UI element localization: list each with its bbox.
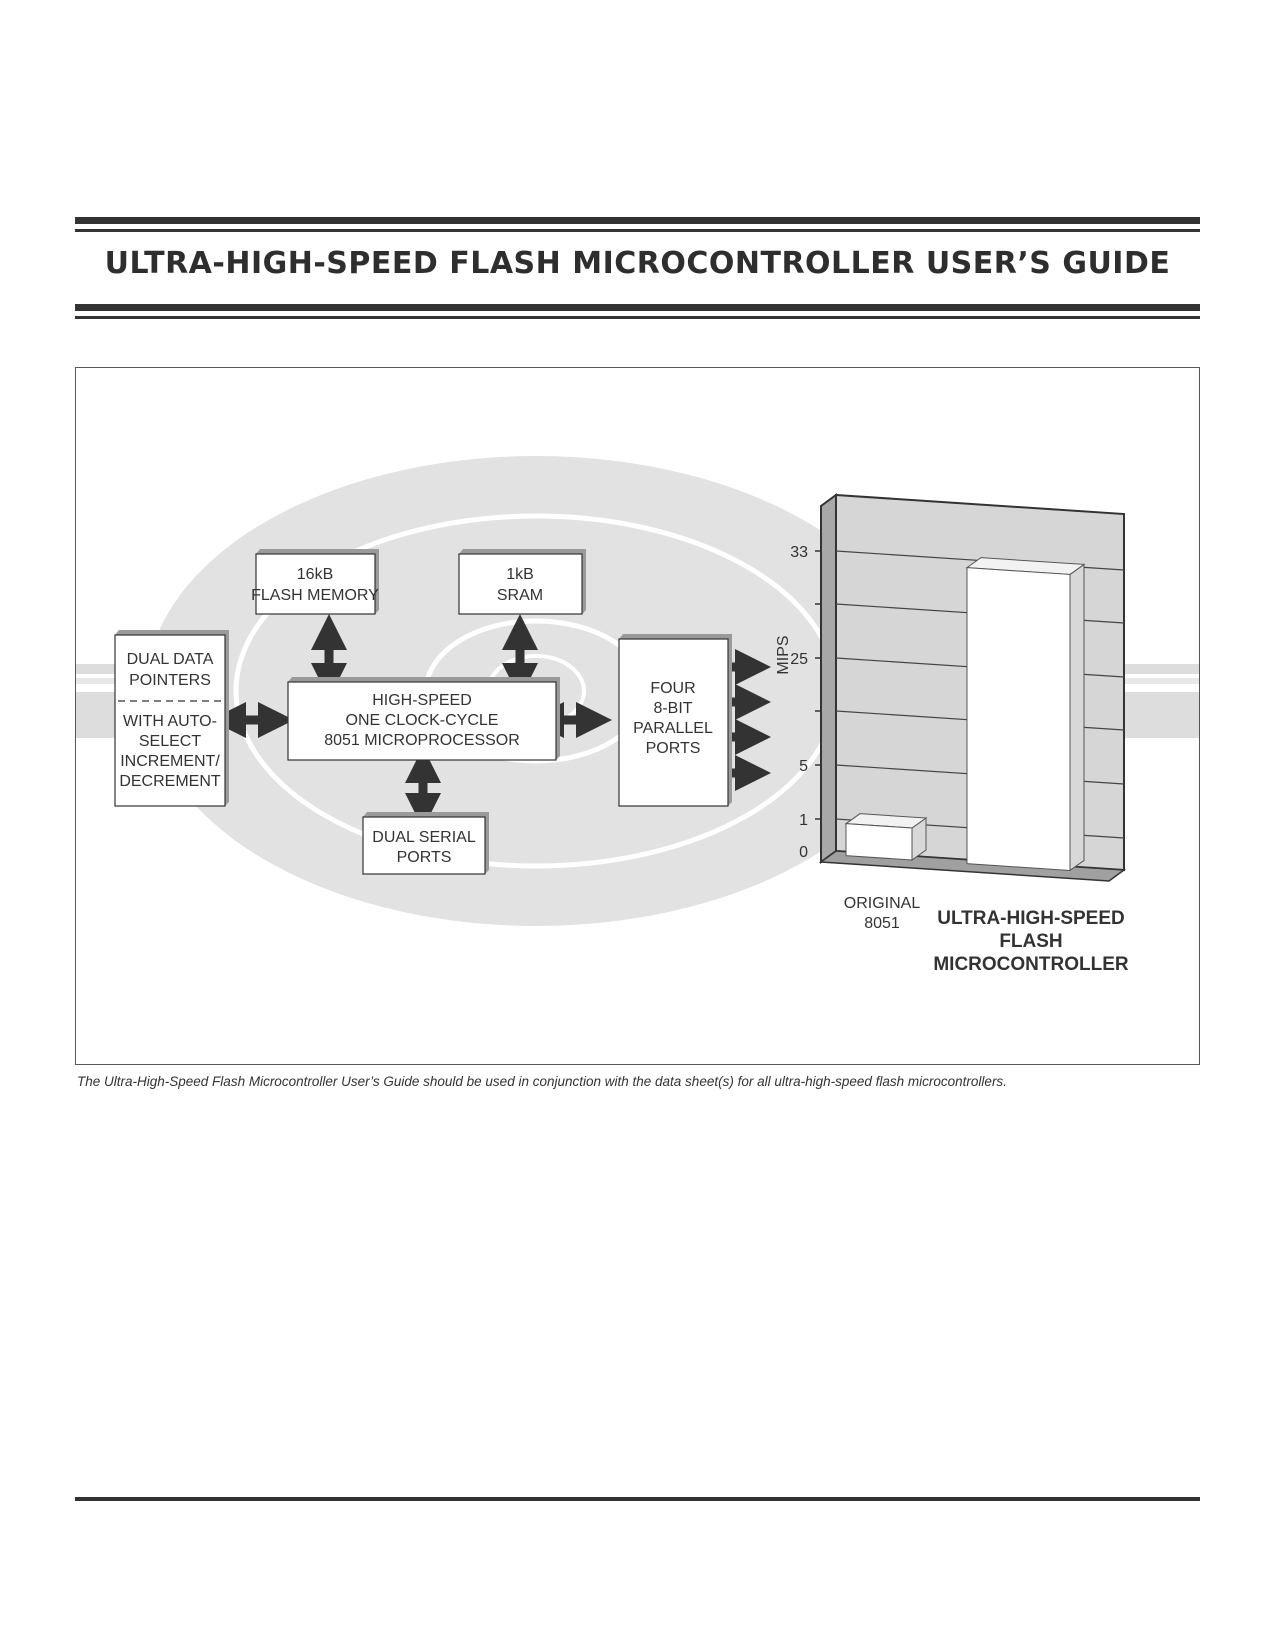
ports-label-1: FOUR bbox=[650, 680, 695, 697]
y-tick-label: 1 bbox=[799, 812, 808, 829]
chart-y-ticks: 0 1 5 25 33 bbox=[790, 544, 821, 861]
cpu-label-2: ONE CLOCK-CYCLE bbox=[346, 712, 499, 729]
flash-label-1: 16kB bbox=[297, 566, 333, 583]
ports-label-3: PARALLEL bbox=[633, 720, 713, 737]
header-rule-top-thin bbox=[75, 229, 1200, 232]
category-label-uhs-1: ULTRA-HIGH-SPEED bbox=[937, 908, 1125, 929]
dptr-label-3: WITH AUTO- bbox=[123, 713, 217, 730]
category-label-original-2: 8051 bbox=[864, 915, 900, 932]
y-tick-label: 5 bbox=[799, 758, 808, 775]
serial-label-2: PORTS bbox=[397, 849, 452, 866]
footer-rule bbox=[75, 1497, 1200, 1501]
serial-ports-block: DUAL SERIAL PORTS bbox=[362, 812, 489, 875]
category-label-uhs-2: FLASH bbox=[999, 931, 1062, 952]
sram-block: 1kB SRAM bbox=[458, 549, 586, 615]
cover-figure: 16kB FLASH MEMORY 1kB SRAM DUAL DATA POI… bbox=[75, 367, 1200, 1065]
category-label-original-1: ORIGINAL bbox=[844, 895, 921, 912]
y-tick-label: 33 bbox=[790, 544, 808, 561]
dptr-label-6: DECREMENT bbox=[119, 773, 221, 790]
data-pointers-block: DUAL DATA POINTERS WITH AUTO- SELECT INC… bbox=[114, 630, 229, 807]
header-rule-top-thick bbox=[75, 217, 1200, 224]
y-tick-label: 0 bbox=[799, 844, 808, 861]
block-diagram: 16kB FLASH MEMORY 1kB SRAM DUAL DATA POI… bbox=[114, 549, 732, 875]
serial-label-1: DUAL SERIAL bbox=[372, 829, 476, 846]
cpu-block: HIGH-SPEED ONE CLOCK-CYCLE 8051 MICROPRO… bbox=[287, 677, 560, 761]
y-tick-label: 25 bbox=[790, 651, 808, 668]
chart-x-labels: ORIGINAL 8051 ULTRA-HIGH-SPEED FLASH MIC… bbox=[844, 895, 1129, 975]
flash-memory-block: 16kB FLASH MEMORY bbox=[251, 549, 379, 615]
sram-label-1: 1kB bbox=[506, 566, 534, 583]
mips-chart: 0 1 5 25 33 MIPS ORIGINAL 8051 ULTRA-HIGH-SP… bbox=[775, 493, 1129, 975]
dptr-label-4: SELECT bbox=[139, 733, 201, 750]
dptr-label-2: POINTERS bbox=[129, 672, 211, 689]
sram-label-2: SRAM bbox=[497, 587, 543, 604]
header-rule-bottom-thin bbox=[75, 316, 1200, 319]
cpu-label-3: 8051 MICROPROCESSOR bbox=[324, 732, 520, 749]
ports-label-4: PORTS bbox=[646, 740, 701, 757]
bar-1 bbox=[844, 813, 928, 861]
chart-y-axis-label: MIPS bbox=[775, 635, 792, 674]
bar-side bbox=[1069, 563, 1085, 872]
bar-front bbox=[845, 823, 913, 861]
page-title: ULTRA-HIGH-SPEED FLASH MICROCONTROLLER U… bbox=[104, 246, 1171, 281]
ports-label-2: 8-BIT bbox=[653, 700, 692, 717]
flash-label-2: FLASH MEMORY bbox=[251, 587, 379, 604]
header-rule-bottom-thick bbox=[75, 304, 1200, 311]
dptr-label-1: DUAL DATA bbox=[127, 651, 214, 668]
chart-side-wall bbox=[820, 493, 837, 864]
chart-bars bbox=[844, 557, 1086, 872]
figure-canvas: 16kB FLASH MEMORY 1kB SRAM DUAL DATA POI… bbox=[76, 456, 1199, 975]
category-label-uhs-3: MICROCONTROLLER bbox=[933, 954, 1129, 975]
figure-caption: The Ultra-High-Speed Flash Microcontroll… bbox=[77, 1074, 1007, 1089]
bar-2 bbox=[965, 557, 1086, 872]
dptr-label-5: INCREMENT/ bbox=[120, 753, 220, 770]
bar-front bbox=[966, 567, 1071, 871]
cpu-label-1: HIGH-SPEED bbox=[372, 692, 472, 709]
parallel-ports-block: FOUR 8-BIT PARALLEL PORTS bbox=[618, 634, 732, 807]
